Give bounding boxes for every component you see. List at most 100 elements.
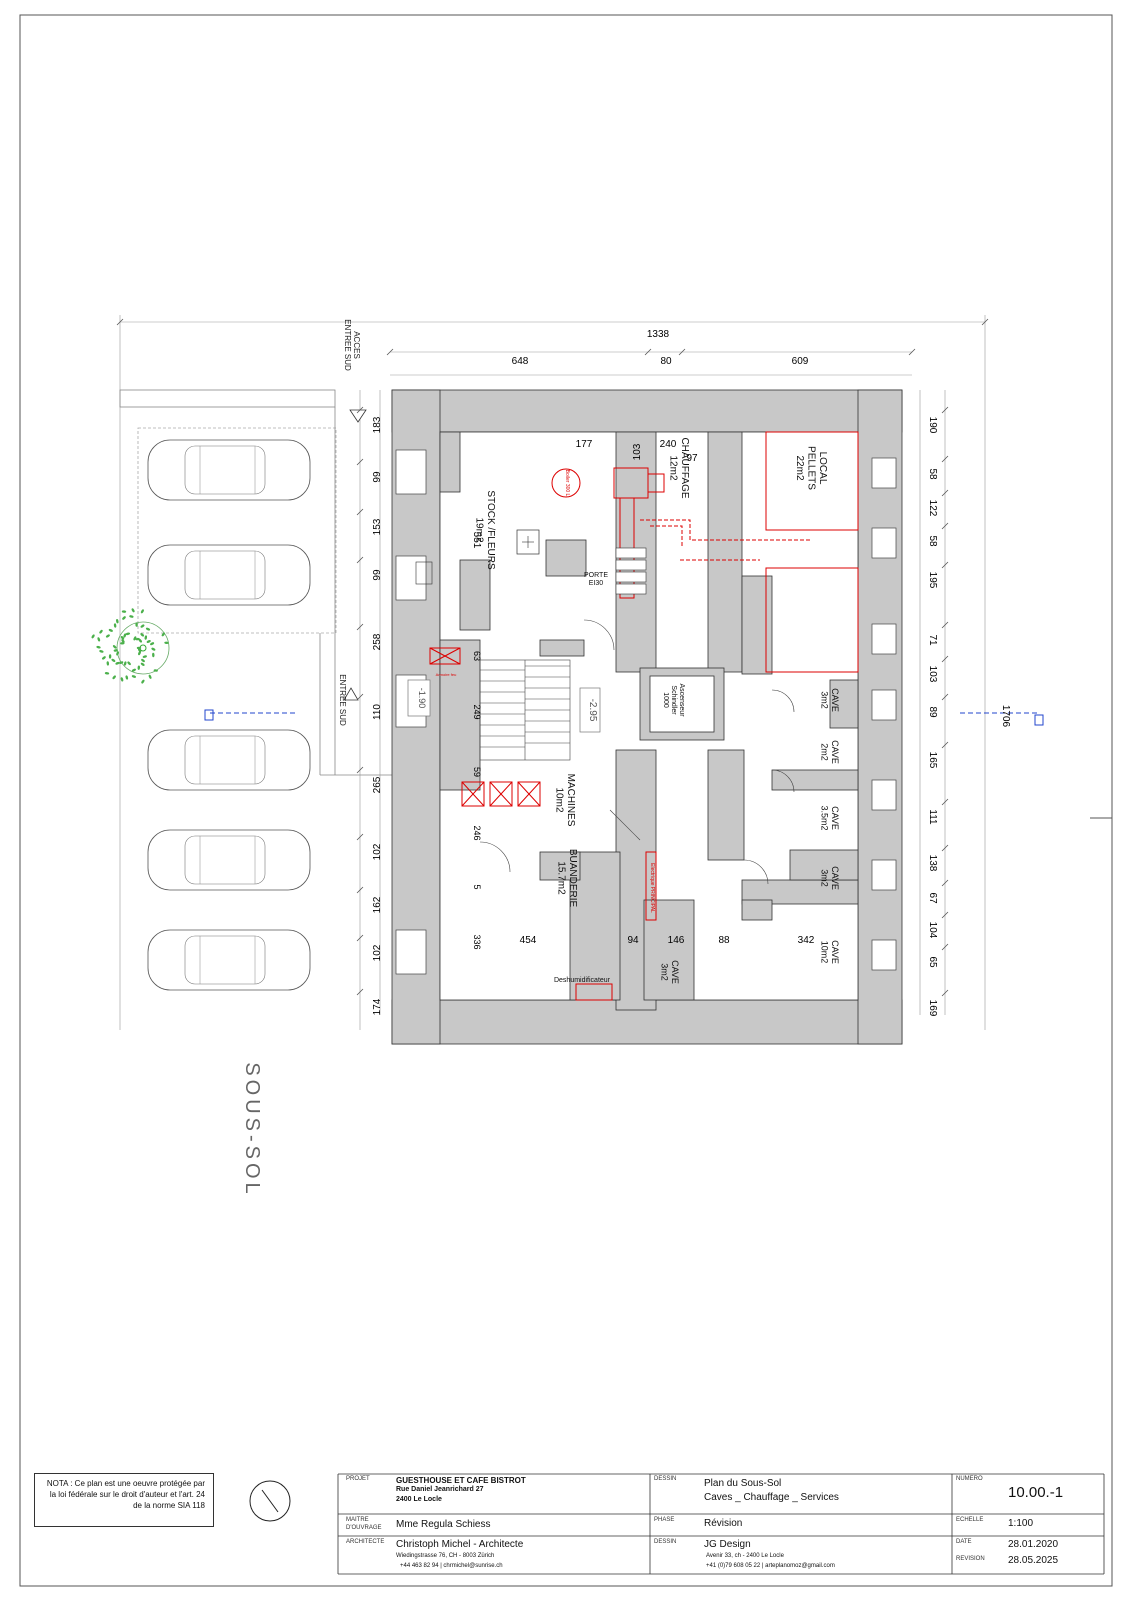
- phase-label: PHASE: [654, 1517, 675, 1523]
- echelle-label: ECHELLE: [956, 1517, 984, 1523]
- parked-cars: [147, 439, 311, 991]
- left-dimension: 153: [372, 518, 383, 535]
- room-stock: STOCK /FLEURS19m2: [474, 490, 497, 570]
- inner-dimension: 97: [686, 453, 698, 464]
- car-icon: [147, 829, 311, 891]
- tree-symbol: [91, 608, 170, 684]
- revision-label: REVISION: [956, 1556, 985, 1562]
- date-label: DATE: [956, 1539, 972, 1545]
- inner-dimension: 551: [471, 532, 482, 549]
- architecte-value: Christoph Michel - Architecte: [396, 1539, 524, 1550]
- right-dimension: 122: [927, 500, 938, 517]
- projet-name: GUESTHOUSE ET CAFE BISTROT: [396, 1476, 526, 1485]
- inner-dimension: 146: [668, 935, 685, 946]
- left-dimension: 183: [372, 416, 383, 433]
- inner-dimension: 94: [627, 935, 639, 946]
- inner-dimension: 336: [472, 934, 482, 949]
- left-dimension: 102: [372, 944, 383, 961]
- access-label: ACCESENTREE SUD: [343, 319, 361, 371]
- right-dimension: 58: [927, 535, 938, 547]
- dessin2-label: DESSIN: [654, 1539, 677, 1545]
- doors: [479, 619, 795, 885]
- projet-address: Rue Daniel Jeanrichard 27: [396, 1486, 484, 1493]
- room-chauffage: CHAUFFAGE12m2: [668, 437, 691, 498]
- section-marker-left: [204, 709, 295, 721]
- room-cave: CAVE2m2: [820, 740, 840, 764]
- left-dimension: 110: [372, 704, 383, 720]
- right-dimension: 71: [927, 634, 938, 646]
- staircase: [479, 659, 571, 761]
- right-dimension: 169: [927, 1000, 938, 1017]
- right-dimension: 104: [927, 922, 938, 939]
- top-dimension: 80: [660, 356, 672, 367]
- phase-value: Révision: [704, 1518, 743, 1529]
- top-dimension: 648: [512, 356, 529, 367]
- drawing-subtitle: Caves _ Chauffage _ Services: [704, 1492, 839, 1503]
- right-dimension: 58: [927, 468, 938, 480]
- car-icon: [147, 729, 311, 791]
- projet-city: 2400 Le Locle: [396, 1496, 442, 1503]
- sink-icon: [516, 529, 540, 555]
- right-dimension: 67: [927, 892, 938, 904]
- left-dimension: 99: [372, 471, 383, 483]
- room-machines: MACHINES10m2: [554, 774, 577, 827]
- inner-dimension: 63: [472, 651, 482, 661]
- date-value: 28.01.2020: [1008, 1539, 1059, 1550]
- inner-dimension: 59: [472, 767, 482, 777]
- dessin2-address: Avenir 33, ch - 2400 Le Locle: [706, 1553, 784, 1559]
- drawing-title: Plan du Sous-Sol: [704, 1478, 782, 1489]
- room-cave: CAVE3m2: [820, 688, 840, 712]
- inner-dimension: 5: [472, 884, 482, 889]
- armoire-label: Armoire feu: [436, 672, 457, 677]
- inner-dimension: 342: [798, 935, 815, 946]
- inner-dimension: 103: [632, 443, 643, 460]
- boiler-label: Boiler 300 L: [564, 470, 570, 497]
- left-dimension: 174: [372, 998, 383, 1015]
- copyright-note: NOTA : Ce plan est une oeuvre protégée p…: [34, 1473, 214, 1527]
- right-dimension: 111: [927, 809, 938, 825]
- left-dimension: 99: [372, 569, 383, 581]
- dessin2-contact: +41 (0)79 608 05 22 | arteplanomoz@gmail…: [706, 1563, 835, 1569]
- plan-title: SOUS-SOL: [241, 1062, 263, 1197]
- room-cave: CAVE3m2: [820, 866, 840, 890]
- architecte-contact: +44 463 82 94 | chrmichel@sunrise.ch: [400, 1563, 503, 1569]
- car-icon: [147, 544, 311, 606]
- dessin2-value: JG Design: [704, 1539, 751, 1550]
- revision-value: 28.05.2025: [1008, 1555, 1059, 1566]
- maitre-value: Mme Regula Schiess: [396, 1519, 491, 1530]
- maitre-label: MAITRE D'OUVRAGE: [346, 1517, 382, 1531]
- inner-dimension: 240: [660, 439, 677, 450]
- stair-level: -2.95: [587, 699, 598, 722]
- entree-sud-label: ENTREE SUD: [338, 674, 347, 726]
- echelle-value: 1:100: [1008, 1518, 1034, 1529]
- electrique-label: Electrique PRINCIPAL: [649, 863, 655, 913]
- right-dimension: 190: [927, 417, 938, 434]
- architecte-address: Wiedingstrasse 76, CH - 8003 Zürich: [396, 1553, 495, 1559]
- room-buanderie: BUANDERIE15.7m2: [556, 849, 579, 908]
- entrance-markers: [343, 409, 367, 701]
- right-dimension: 89: [927, 706, 938, 718]
- numero-label: NUMERO: [956, 1476, 983, 1482]
- right-dimension: 138: [927, 855, 938, 872]
- car-icon: [147, 929, 311, 991]
- car-icon: [147, 439, 311, 501]
- total-width-dimension: 1338: [647, 329, 670, 340]
- room-ascenseur: AscenseurSchindler1000: [662, 683, 685, 717]
- left-dimension: 102: [372, 843, 383, 860]
- top-dimension: 609: [792, 356, 809, 367]
- room-cave: CAVE3.5m2: [820, 805, 840, 830]
- entry-level: -1.90: [417, 688, 427, 709]
- inner-dimension: 246: [472, 825, 482, 840]
- parking-area: [119, 389, 392, 776]
- dessin-label: DESSIN: [654, 1476, 677, 1482]
- right-dimension: 165: [927, 752, 938, 769]
- projet-label: PROJET: [346, 1476, 370, 1482]
- deshumidificateur-label: Deshumidificateur: [554, 977, 611, 984]
- title-block-frame: [337, 1473, 1105, 1575]
- inner-dimension: 249: [472, 704, 482, 719]
- inner-dimension: 454: [520, 935, 537, 946]
- drawing-number: 10.00.-1: [1008, 1484, 1064, 1501]
